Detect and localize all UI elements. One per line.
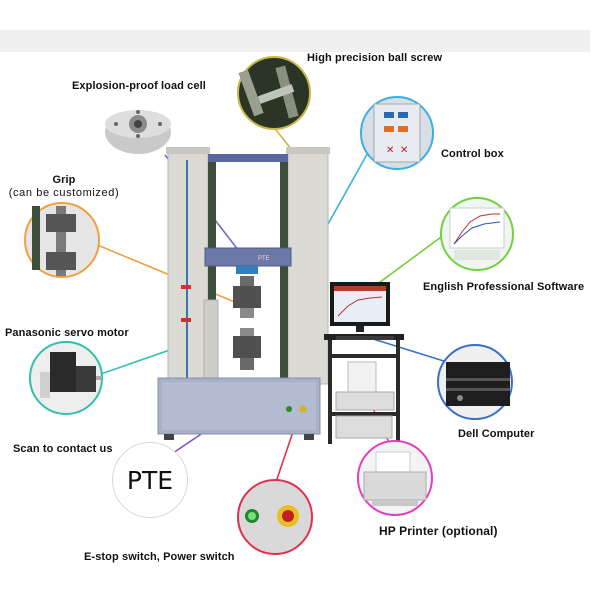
qr-contact-circle[interactable]: PTE	[112, 442, 188, 518]
control-box-bubble: ✕ ✕	[360, 96, 434, 170]
switches-bubble	[237, 479, 313, 555]
label-software: English Professional Software	[423, 281, 585, 293]
tensile-testing-machine: PTE	[157, 147, 330, 440]
load-cell-bubble	[105, 110, 171, 154]
label-dell-computer: Dell Computer	[458, 428, 535, 440]
label-control-box: Control box	[441, 148, 504, 160]
svg-text:✕: ✕	[400, 145, 408, 156]
label-scan-contact: Scan to contact us	[13, 443, 113, 455]
printer-bubble	[357, 440, 433, 516]
label-servo-motor: Panasonic servo motor	[5, 327, 129, 339]
qr-pte-text: PTE	[126, 465, 174, 495]
label-grip: Grip	[52, 174, 76, 186]
ball-screw-bubble	[237, 56, 311, 130]
dell-computer-bubble	[437, 344, 513, 420]
label-ball-screw: High precision ball screw	[307, 52, 443, 64]
callout-line-dell	[369, 337, 448, 363]
label-grip-note: (can be customized)	[8, 187, 120, 199]
top-banner-strip	[0, 30, 590, 52]
label-load-cell: Explosion-proof load cell	[72, 80, 206, 92]
label-printer: HP Printer (optional)	[379, 524, 498, 538]
computer-cart	[324, 282, 404, 444]
servo-motor-bubble	[29, 341, 103, 415]
grip-bubble	[24, 202, 100, 278]
label-switches: E-stop switch, Power switch	[84, 551, 235, 563]
svg-text:✕: ✕	[386, 145, 394, 156]
callout-line-software	[375, 231, 449, 286]
software-bubble	[440, 197, 514, 271]
machine-plate: PTE	[258, 256, 270, 262]
